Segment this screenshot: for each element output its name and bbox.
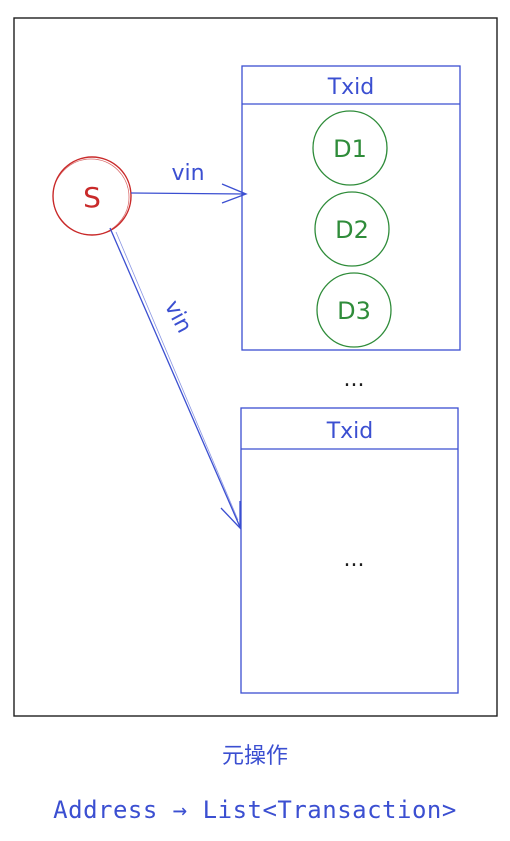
- caption-type-signature: Address → List<Transaction>: [53, 796, 457, 824]
- output-node-d2: D2: [314, 191, 390, 267]
- transaction-box-2: Txid ...: [240, 407, 459, 694]
- transaction-2-header: Txid: [326, 419, 374, 444]
- transaction-1-header: Txid: [327, 75, 375, 100]
- output-node-d1-label: D1: [333, 135, 367, 163]
- transaction-box-1: Txid D1 D2 D3: [241, 65, 461, 351]
- transaction-2-ellipsis: ...: [344, 547, 365, 572]
- output-node-d2-label: D2: [335, 216, 369, 244]
- output-node-d3-label: D3: [337, 297, 371, 325]
- source-node-label: S: [83, 181, 101, 214]
- edge-vin-2-label: vin: [159, 296, 197, 337]
- source-node: S: [52, 156, 132, 236]
- ellipsis-between-transactions: ...: [344, 367, 365, 392]
- output-node-d1: D1: [312, 110, 388, 186]
- caption-title: 元操作: [221, 744, 288, 769]
- edge-vin-1: vin: [130, 161, 248, 204]
- output-node-d3: D3: [316, 272, 392, 348]
- edge-vin-1-label: vin: [171, 161, 204, 186]
- outer-frame: [13, 17, 498, 717]
- edge-vin-2: vin: [109, 227, 241, 530]
